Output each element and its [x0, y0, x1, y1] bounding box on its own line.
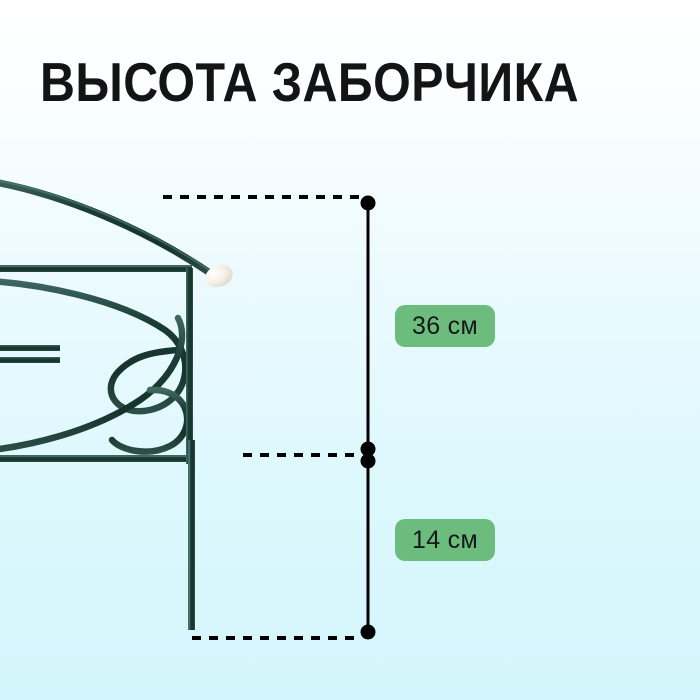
fence-arch-rail: [0, 179, 217, 279]
fence-decorative-loop-lower: [0, 314, 191, 455]
fence-end-cap: [205, 265, 233, 287]
dimension-dot-top: [360, 195, 376, 211]
dimension-dot-bottom: [360, 624, 376, 640]
measurement-badge-stake-height: 14 см: [395, 519, 495, 561]
dimension-dot-middle-lower: [360, 453, 376, 469]
fence-ground-stake: [188, 440, 195, 630]
fence-upper-horizontal-rail: [0, 265, 192, 272]
fence-vertical-post: [186, 268, 193, 464]
fence-lower-horizontal-rail: [0, 455, 192, 462]
page-title: ВЫСОТА ЗАБОРЧИКА: [40, 51, 579, 113]
measurement-badge-upper-height: 36 см: [395, 305, 495, 347]
dimension-dot-middle-upper: [360, 441, 376, 457]
fence-left-connector-stubs: [0, 345, 60, 363]
